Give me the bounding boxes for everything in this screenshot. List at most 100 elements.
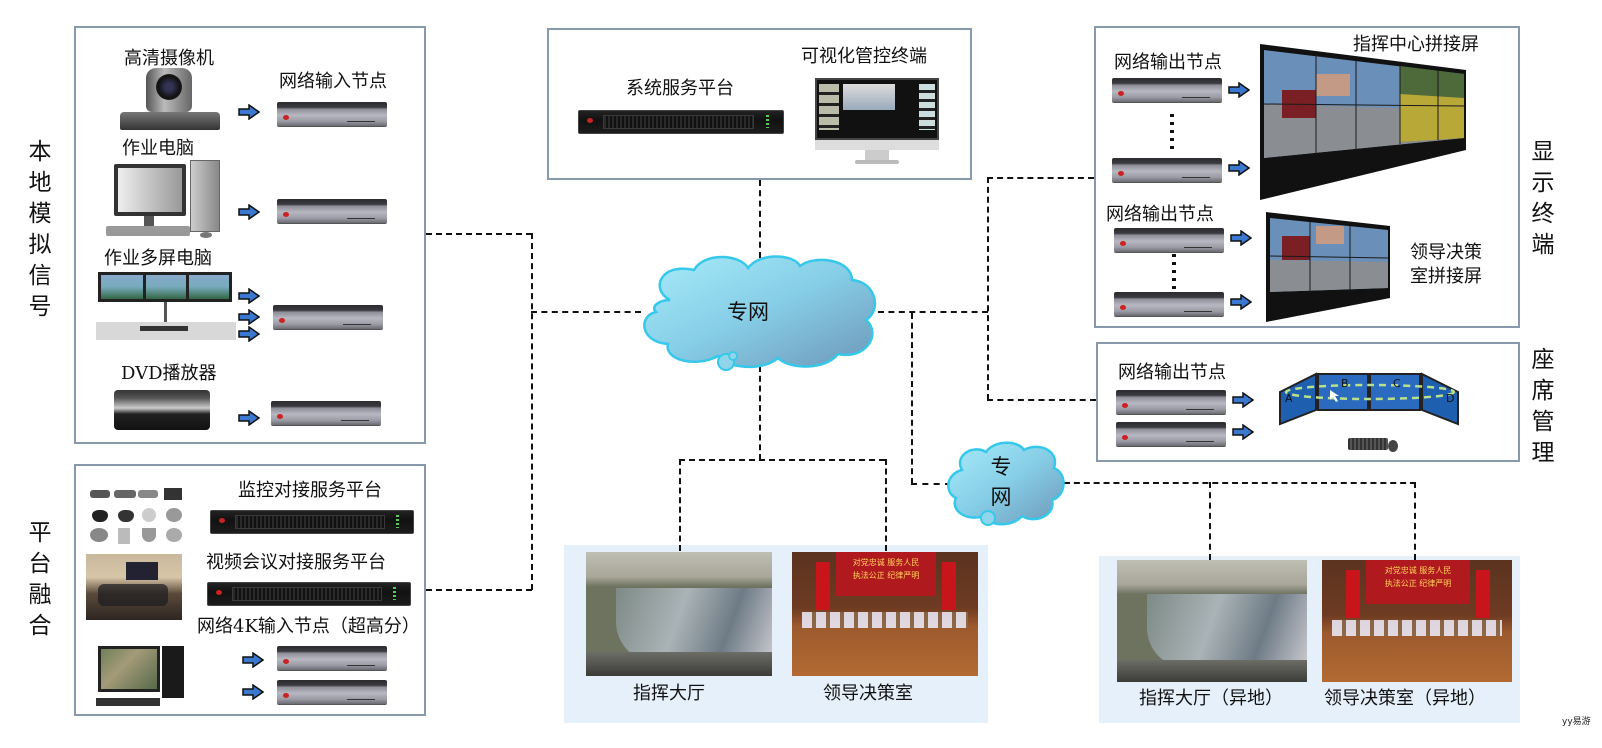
leader-room-label: 领导决策室 (823, 683, 913, 704)
arrow-right-icon (1230, 294, 1252, 310)
display-terminal-panel: 网络输出节点 指挥中心拼接屏 网络输出节点 领导决策 室拼接屏 (1094, 26, 1520, 328)
surveillance-cameras-icon (88, 486, 186, 550)
secondary-network-cloud-text: 专网 (990, 455, 1012, 509)
link-local-panel (426, 233, 532, 235)
command-hall-label: 指挥大厅 (633, 683, 705, 704)
seat-management-panel: 网络输出节点 A B C D (1096, 342, 1520, 462)
desktop-pc-icon (106, 160, 226, 240)
arrow-right-icon (1228, 82, 1250, 98)
command-wall-label: 指挥中心拼接屏 (1353, 34, 1479, 55)
output-node-device (1112, 158, 1222, 182)
arrow-right-icon (1232, 392, 1254, 408)
banner-line-2: 执法公正 纪律严明 (1384, 579, 1452, 588)
work-pc-label: 作业电脑 (122, 138, 194, 159)
arrow-right-icon (242, 684, 264, 700)
arrow-right-icon (238, 104, 260, 120)
banner-line-1: 对党忠诚 服务人民 (852, 558, 920, 567)
arrow-right-icon (238, 309, 260, 325)
secondary-network-cloud-icon[interactable] (942, 440, 1068, 530)
remote-leader-room-label: 领导决策室（异地） (1324, 688, 1486, 709)
output-node-device (1114, 228, 1224, 252)
output-node-device (1116, 390, 1226, 414)
screen-label-d: D (1446, 392, 1455, 405)
link-secondary-cloud-in (911, 483, 951, 485)
video-conference-photo (86, 554, 182, 620)
input-node-device (273, 305, 383, 329)
keyboard-mouse-icon (1348, 436, 1400, 452)
leader-room-photo: 对党忠诚 服务人民 执法公正 纪律严明 (792, 552, 978, 676)
dvd-player-icon (114, 390, 210, 430)
banner-line-1: 对党忠诚 服务人民 (1384, 566, 1452, 575)
link-to-secondary-cloud (911, 313, 913, 484)
input-4k-node-label: 网络4K输入节点（超高分） (197, 616, 420, 637)
link-remote-leader-room (1414, 482, 1416, 560)
command-center-video-wall (1260, 44, 1466, 200)
output-node-device (1114, 292, 1224, 316)
link-remote-command-hall (1209, 482, 1211, 560)
secondary-network-cloud-label: 专网 (986, 452, 1016, 512)
leader-wall-label-line1: 领导决策 (1410, 242, 1482, 263)
system-service-panel: 系统服务平台 可视化管控终端 (547, 28, 972, 180)
hd-camera-label: 高清摄像机 (124, 48, 214, 69)
input-node-device (271, 401, 381, 425)
private-network-cloud-icon[interactable] (630, 250, 886, 374)
link-sites-bus (679, 459, 885, 461)
side-label-platform-fusion: 平台融合 (27, 518, 53, 642)
arrow-right-icon (1230, 230, 1252, 246)
banner-line-2: 执法公正 纪律严明 (852, 571, 920, 580)
ellipsis-dots (1170, 114, 1174, 154)
link-display-panel (987, 177, 1094, 179)
input-4k-node-device (277, 680, 387, 704)
platform-fusion-panel: 监控对接服务平台 视频会议对接服务平台 网络4K输入节点（超高分） (74, 464, 426, 716)
output-node-label: 网络输出节点 (1106, 204, 1214, 225)
link-leader-room (885, 459, 887, 551)
input-node-label: 网络输入节点 (279, 71, 387, 92)
link-command-hall (679, 459, 681, 551)
link-center-panel (759, 180, 761, 258)
link-seat-panel (987, 399, 1096, 401)
side-label-display-terminal-text: 显示终端 (1531, 139, 1555, 258)
hd-camera-icon (120, 68, 220, 130)
dvd-player-label: DVD播放器 (121, 363, 217, 384)
output-node-device (1116, 422, 1226, 446)
private-network-cloud-label: 专网 (727, 300, 769, 324)
remote-sites-zone: 对党忠诚 服务人民 执法公正 纪律严明 指挥大厅（异地） 领导决策室（异地） (1099, 556, 1520, 723)
arrow-right-icon (1228, 160, 1250, 176)
output-node-label: 网络输出节点 (1114, 52, 1222, 73)
video-conf-platform-server (207, 582, 411, 606)
arrow-right-icon (238, 326, 260, 342)
arrow-right-icon (238, 288, 260, 304)
link-left-trunk (531, 233, 533, 590)
side-label-seat-management: 座席管理 (1530, 345, 1556, 469)
leader-wall-label-line2: 室拼接屏 (1410, 266, 1482, 287)
link-left-to-cloud (531, 311, 641, 313)
seat-output-node-label: 网络输出节点 (1118, 362, 1226, 383)
link-platform-panel (426, 589, 532, 591)
monitor-platform-label: 监控对接服务平台 (238, 480, 382, 501)
link-cloud-down (759, 366, 761, 460)
system-platform-label: 系统服务平台 (626, 78, 734, 99)
side-label-platform-fusion-text: 平台融合 (28, 520, 52, 639)
arrow-right-icon (238, 410, 260, 426)
seat-multi-monitor-icon (1279, 372, 1459, 426)
ellipsis-dots (1172, 254, 1176, 292)
system-platform-server (578, 110, 784, 134)
side-label-local-analog: 本地模拟信号 (27, 137, 53, 323)
link-cloud-right (878, 311, 988, 313)
command-hall-photo (586, 552, 772, 676)
local-analog-panel: 高清摄像机 网络输入节点 作业电脑 作业多屏电脑 DVD播放器 (74, 26, 426, 444)
input-node-device (277, 199, 387, 223)
video-conf-platform-label: 视频会议对接服务平台 (206, 552, 386, 573)
arrow-right-icon (242, 652, 264, 668)
watermark: yy易游 (1562, 717, 1591, 727)
visual-terminal-label: 可视化管控终端 (801, 46, 927, 67)
screen-label-c: C (1393, 377, 1401, 390)
multi-screen-pc-icon (96, 270, 236, 342)
input-4k-node-device (277, 646, 387, 670)
side-label-local-analog-text: 本地模拟信号 (28, 139, 52, 320)
visual-terminal-monitor-icon (815, 78, 939, 166)
input-node-device (277, 102, 387, 126)
link-remote-bus (1064, 482, 1416, 484)
side-label-display-terminal: 显示终端 (1530, 137, 1556, 261)
remote-command-hall-photo (1117, 560, 1307, 682)
